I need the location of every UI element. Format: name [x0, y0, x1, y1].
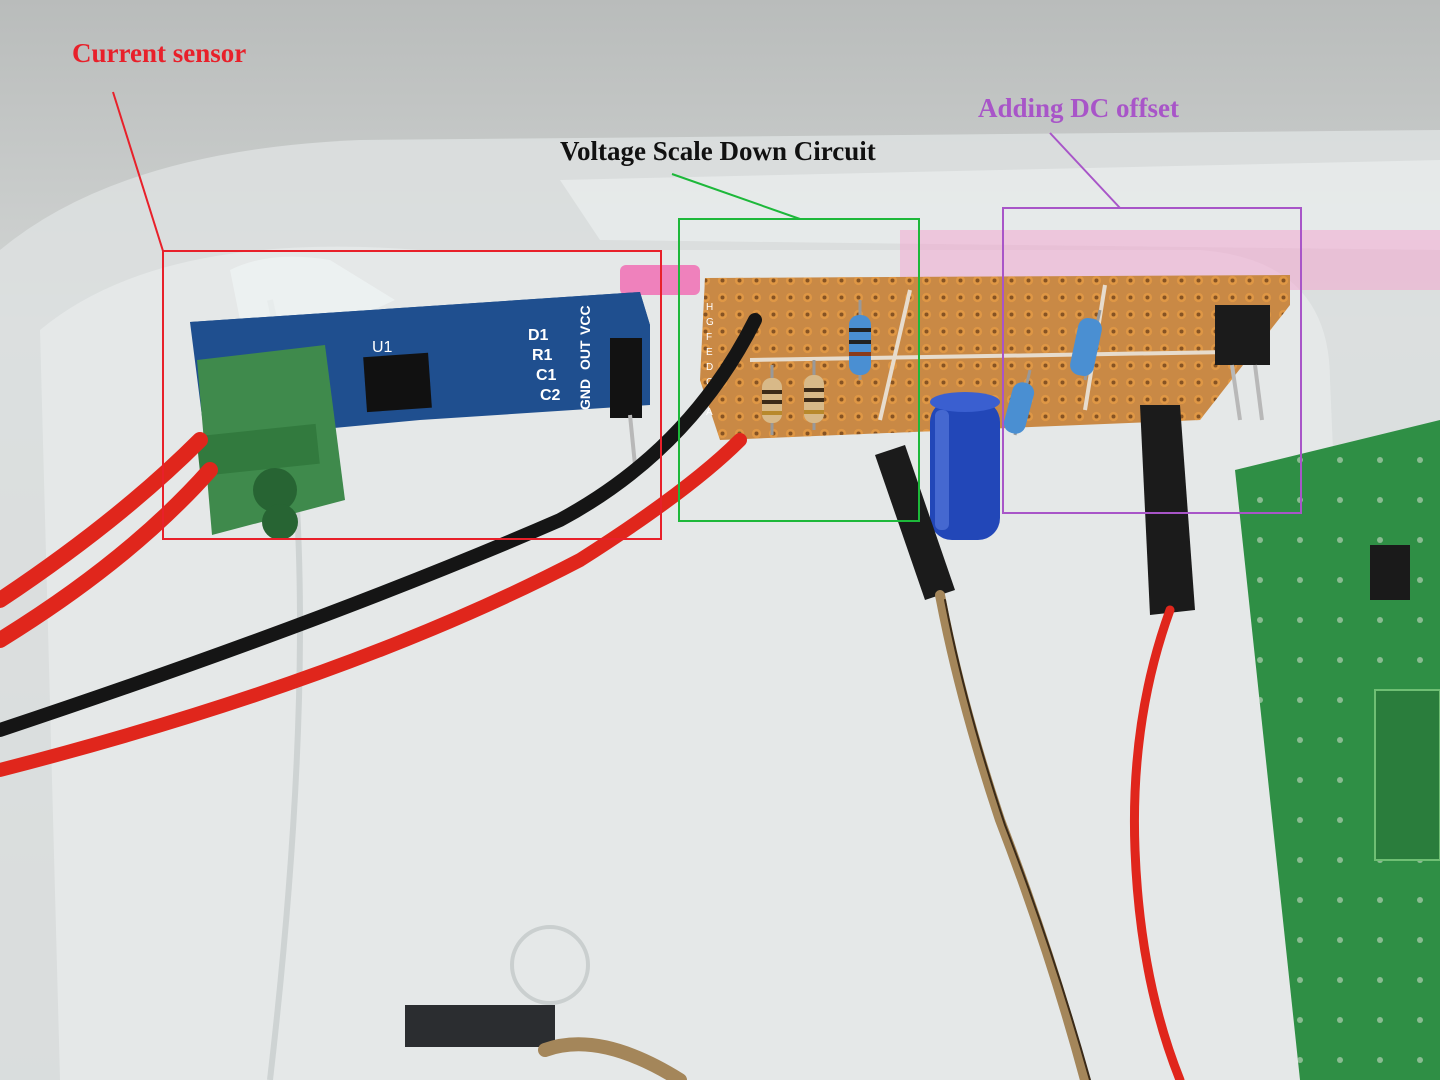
- pin-label-c2: C2: [540, 387, 561, 404]
- wire-red-2: [0, 462, 218, 648]
- svg-text:E: E: [706, 347, 713, 358]
- voltage-scale-down-label: Voltage Scale Down Circuit: [560, 136, 876, 166]
- recycle-logo: [510, 925, 590, 1005]
- header-label-out: OUT: [577, 340, 593, 370]
- resistor-tan-1: [762, 365, 782, 435]
- voltage-scale-down-leader: [671, 173, 801, 220]
- svg-text:D: D: [706, 362, 713, 373]
- jumper-connector-bottom: [405, 1005, 555, 1047]
- current-sensor-box: [162, 250, 662, 540]
- svg-text:A: A: [706, 407, 713, 418]
- perfboard: A B C D E F G H: [700, 275, 1290, 440]
- header-pins-right: [1215, 305, 1270, 421]
- resistor-blue-2: [1070, 309, 1102, 381]
- resistor-blue-3: [1003, 369, 1035, 436]
- current-sensor-module: U1 D1 R1 C1 C2 GND OUT VCC: [190, 256, 650, 540]
- dc-offset-box: [1002, 207, 1302, 514]
- pin-label-d1: D1: [528, 327, 549, 344]
- pin-label-c1: C1: [536, 367, 557, 384]
- chip-label: U1: [372, 339, 393, 356]
- wires: [0, 313, 1185, 1080]
- wire-red-4: [1129, 605, 1185, 1080]
- svg-text:H: H: [706, 302, 713, 313]
- wire-red-3: [0, 433, 747, 777]
- dev-board: [1235, 420, 1440, 1080]
- jumper-connector-brown: [875, 445, 955, 600]
- annotation-voltage-scale-down: [671, 173, 920, 522]
- resistor-tan-2: [804, 360, 824, 430]
- current-sensor-leader: [112, 91, 164, 252]
- current-sensor-label: Current sensor: [72, 38, 247, 68]
- annotation-current-sensor: [112, 91, 662, 540]
- dc-offset-label: Adding DC offset: [978, 93, 1180, 123]
- header-label-gnd: GND: [577, 379, 593, 410]
- svg-text:F: F: [706, 332, 712, 343]
- wire-tan-bottom: [538, 1037, 687, 1080]
- dc-offset-leader: [1049, 132, 1121, 209]
- electrolytic-capacitor: [930, 392, 1000, 540]
- wire-brown: [935, 590, 1090, 1080]
- wire-red-1: [0, 432, 208, 608]
- wire-brown-dark: [944, 599, 1091, 1080]
- wire-black: [0, 313, 762, 737]
- pin-label-r1: R1: [532, 347, 553, 364]
- jumper-connector-red: [1140, 405, 1195, 615]
- svg-text:G: G: [706, 317, 714, 328]
- header-label-vcc: VCC: [577, 305, 593, 335]
- annotation-dc-offset: [1002, 132, 1302, 514]
- plastic-container: [0, 130, 1440, 1080]
- resistor-blue-1: [849, 300, 871, 380]
